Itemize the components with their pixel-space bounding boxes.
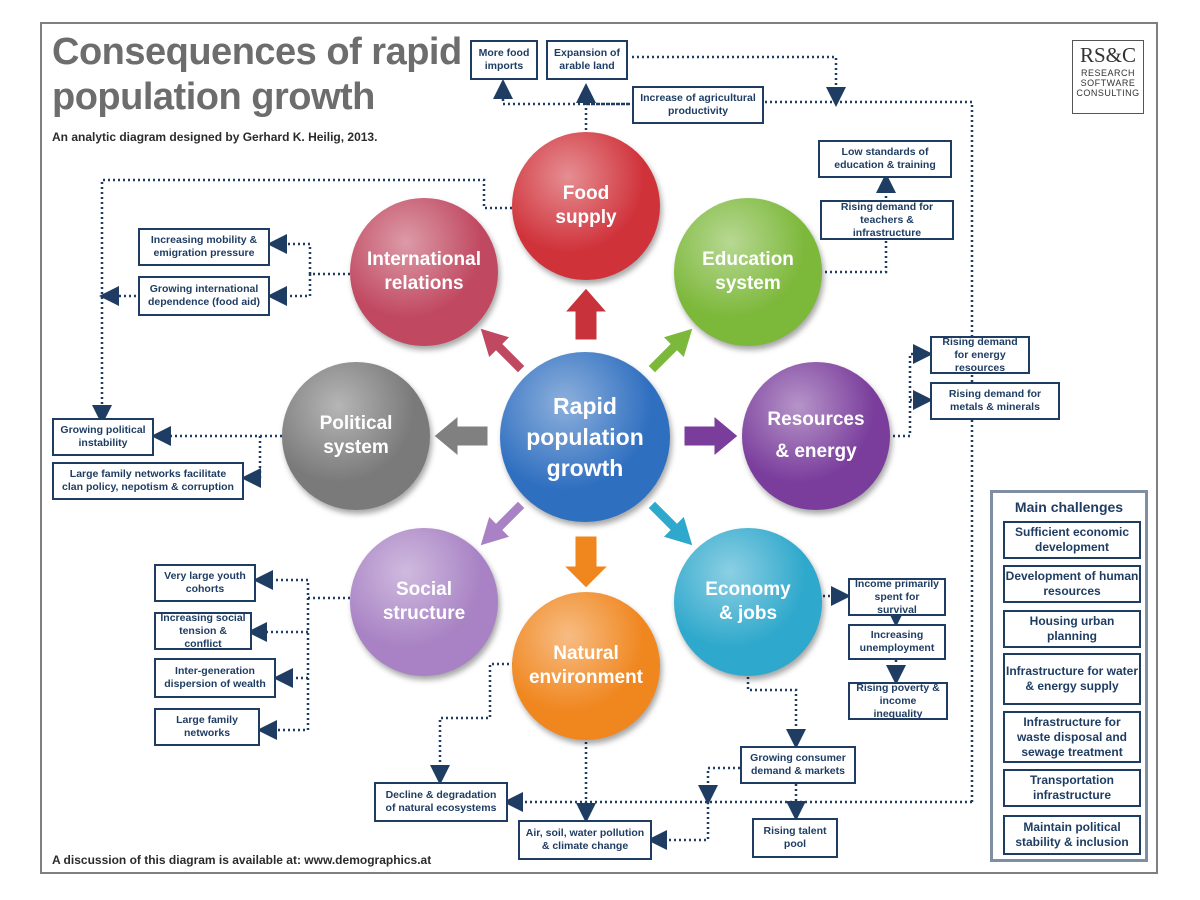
logo-mark: RS&C [1079,43,1137,67]
center-circle: Rapid population growth [500,352,670,522]
logo-line-research: RESEARCH [1080,68,1135,78]
large-family-networks-box: Large family networks [154,708,260,746]
political-instability-box: Growing political instability [52,418,154,456]
expansion-arable-land-box: Expansion of arable land [546,40,628,80]
metals-minerals-demand-box: Rising demand for metals & minerals [930,382,1060,420]
main-challenges-panel: Main challenges Sufficient economic deve… [990,490,1148,862]
center-label: Rapid population growth [526,392,644,481]
social-structure-circle: Social structure [350,528,498,676]
logo-line-software: SOFTWARE [1080,78,1136,88]
education-system-circle: Education system [674,198,822,346]
international-relations-circle: International relations [350,198,498,346]
intergeneration-wealth-box: Inter-generation dispersion of wealth [154,658,276,698]
consumer-demand-box: Growing consumer demand & markets [740,746,856,784]
food-supply-circle: Food supply [512,132,660,280]
natural-environment-circle: Natural environment [512,592,660,740]
main-challenges-title: Main challenges [1014,499,1124,515]
low-standards-education-box: Low standards of education & training [818,140,952,178]
pollution-climate-box: Air, soil, water pollution & climate cha… [518,820,652,860]
resources-energy-label: Resources & energy [767,409,865,462]
dotted-connectors [92,55,974,850]
clan-policy-box: Large family networks facilitate clan po… [52,462,244,500]
logo-line-consulting: CONSULTING [1076,88,1140,98]
challenge-item: Transportation infrastructure [1003,769,1141,807]
challenge-item: Infrastructure for water & energy supply [1003,653,1141,705]
resources-energy-circle: Resources & energy [742,362,890,510]
challenge-item: Development of human resources [1003,565,1141,603]
unemployment-box: Increasing unemployment [848,624,946,660]
economy-jobs-circle: Economy & jobs [674,528,822,676]
challenge-item: Housing urban planning [1003,610,1141,648]
youth-cohorts-box: Very large youth cohorts [154,564,256,602]
agricultural-productivity-box: Increase of agricultural productivity [632,86,764,124]
political-system-circle: Political system [282,362,430,510]
arrow-to-education-icon [647,327,694,374]
challenge-item: Sufficient economic development [1003,521,1141,559]
education-system-label: Education system [702,249,794,294]
poverty-inequality-box: Rising poverty & income inequality [848,682,948,720]
more-food-imports-box: More food imports [470,40,538,80]
energy-resources-demand-box: Rising demand for energy resources [930,336,1030,374]
challenge-item: Maintain political stability & inclusion [1003,815,1141,855]
political-system-label: Political system [319,413,393,458]
arrow-to-natural-icon [562,535,610,589]
footer-note: A discussion of this diagram is availabl… [52,853,432,867]
international-relations-label: International relations [366,249,481,294]
natural-environment-label: Natural environment [528,643,644,688]
page-title: Consequences of rapid population growth [52,31,462,118]
economy-jobs-label: Economy & jobs [705,579,791,624]
emigration-pressure-box: Increasing mobility & emigration pressur… [138,228,270,266]
challenge-item: Infrastructure for waste disposal and se… [1003,711,1141,763]
international-dependence-box: Growing international dependence (food a… [138,276,270,316]
food-supply-label: Food supply [555,183,617,228]
block-arrows [433,287,739,589]
arrow-to-international-icon [479,327,526,374]
arrow-to-social-icon [479,500,526,547]
social-structure-label: Social structure [382,579,466,624]
arrow-to-food-icon [563,287,609,341]
rising-demand-teachers-box: Rising demand for teachers & infrastruct… [820,200,954,240]
arrow-to-resources-icon [683,414,739,458]
talent-pool-box: Rising talent pool [752,818,838,858]
company-logo: RS&C RESEARCH SOFTWARE CONSULTING [1072,40,1144,114]
arrow-to-economy-icon [647,500,694,547]
ecosystem-decline-box: Decline & degradation of natural ecosyst… [374,782,508,822]
subtitle: An analytic diagram designed by Gerhard … [52,130,378,144]
social-tension-box: Increasing social tension & conflict [154,612,252,650]
arrow-to-political-icon [433,414,489,458]
income-survival-box: Income primarily spent for survival [848,578,946,616]
